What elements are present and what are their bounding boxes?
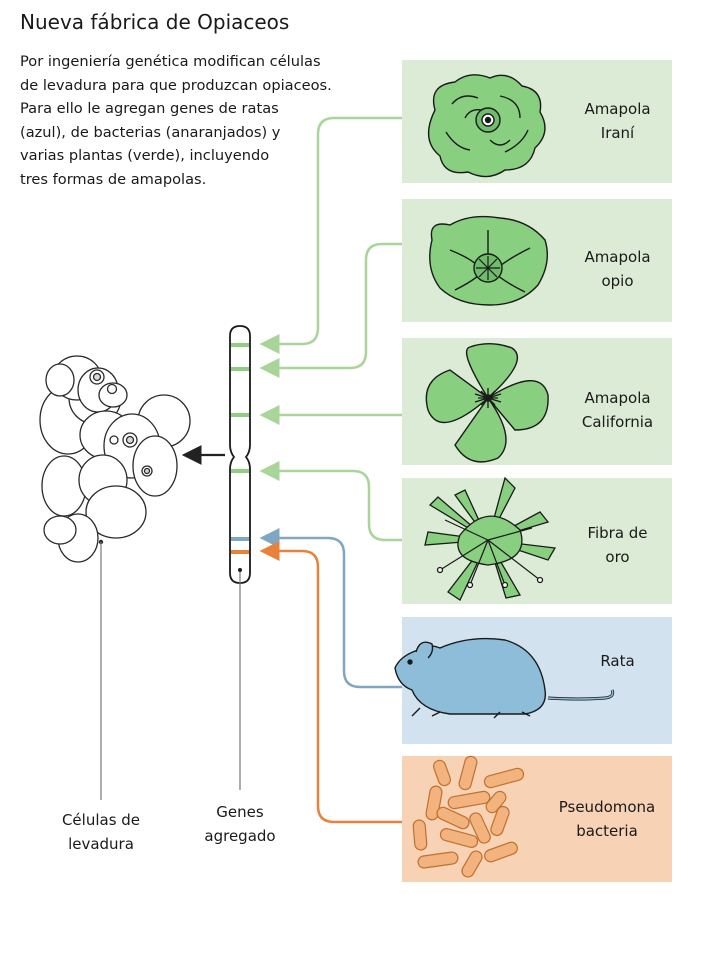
intro-line: (azul), de bacterias (anaranjados) y — [20, 123, 281, 141]
bacteria-icon — [412, 755, 525, 878]
label-line: Amapola — [584, 248, 651, 266]
label-line: agregado — [204, 827, 276, 845]
arrow-amapola-irani — [259, 116, 402, 354]
label-pseudomona: Pseudomona bacteria — [550, 795, 664, 843]
arrow-rata — [259, 528, 402, 689]
rat-icon — [394, 637, 615, 719]
arrow-fibra-de-oro — [259, 461, 402, 542]
label-line: bacteria — [576, 822, 638, 840]
goldthread-plant-icon — [424, 476, 557, 601]
label-amapola-california: Amapola California — [570, 386, 665, 434]
label-line: Genes — [216, 803, 264, 821]
opium-poppy-icon — [429, 215, 548, 306]
chromosome-icon — [229, 325, 251, 584]
label-fibra-de-oro: Fibra de oro — [570, 521, 665, 569]
label-rata: Rata — [570, 649, 665, 673]
label-line: Pseudomona — [558, 798, 656, 816]
label-yeast-cells: Células de levadura — [46, 808, 156, 856]
label-amapola-irani: Amapola Iraní — [570, 97, 665, 145]
label-added-genes: Genes agregado — [185, 800, 295, 848]
yeast-leader — [98, 539, 104, 800]
label-line: Células de — [61, 811, 141, 829]
intro-line: Por ingeniería genética modifican célula… — [20, 53, 321, 70]
label-line: Iraní — [600, 124, 635, 142]
label-line: opio — [601, 272, 634, 290]
intro-line: varias plantas (verde), incluyendo — [20, 147, 270, 164]
label-line: Amapola — [584, 100, 651, 118]
label-amapola-opio: Amapola opio — [570, 245, 665, 293]
label-line: oro — [605, 548, 630, 566]
intro-line: Para ello le agregan genes de ratas — [20, 100, 279, 117]
california-poppy-icon — [425, 343, 549, 463]
arrow-amapola-opio — [259, 242, 402, 378]
label-line: Amapola — [584, 389, 651, 407]
label-line: California — [581, 413, 654, 431]
label-line: Rata — [600, 652, 635, 670]
diagram-title: Nueva fábrica de Opiaceos — [20, 10, 290, 34]
intro-line: tres formas de amapolas. — [20, 170, 207, 188]
intro-line: de levadura para que produzcan opiaceos. — [20, 76, 332, 94]
label-line: levadura — [68, 835, 134, 853]
rose-poppy-icon — [427, 74, 546, 178]
arrow-pseudomona — [259, 541, 402, 824]
intro-paragraph: Por ingeniería genética modifican célula… — [20, 50, 395, 191]
yeast-cells-icon — [39, 355, 191, 563]
label-line: Fibra de — [587, 524, 648, 542]
